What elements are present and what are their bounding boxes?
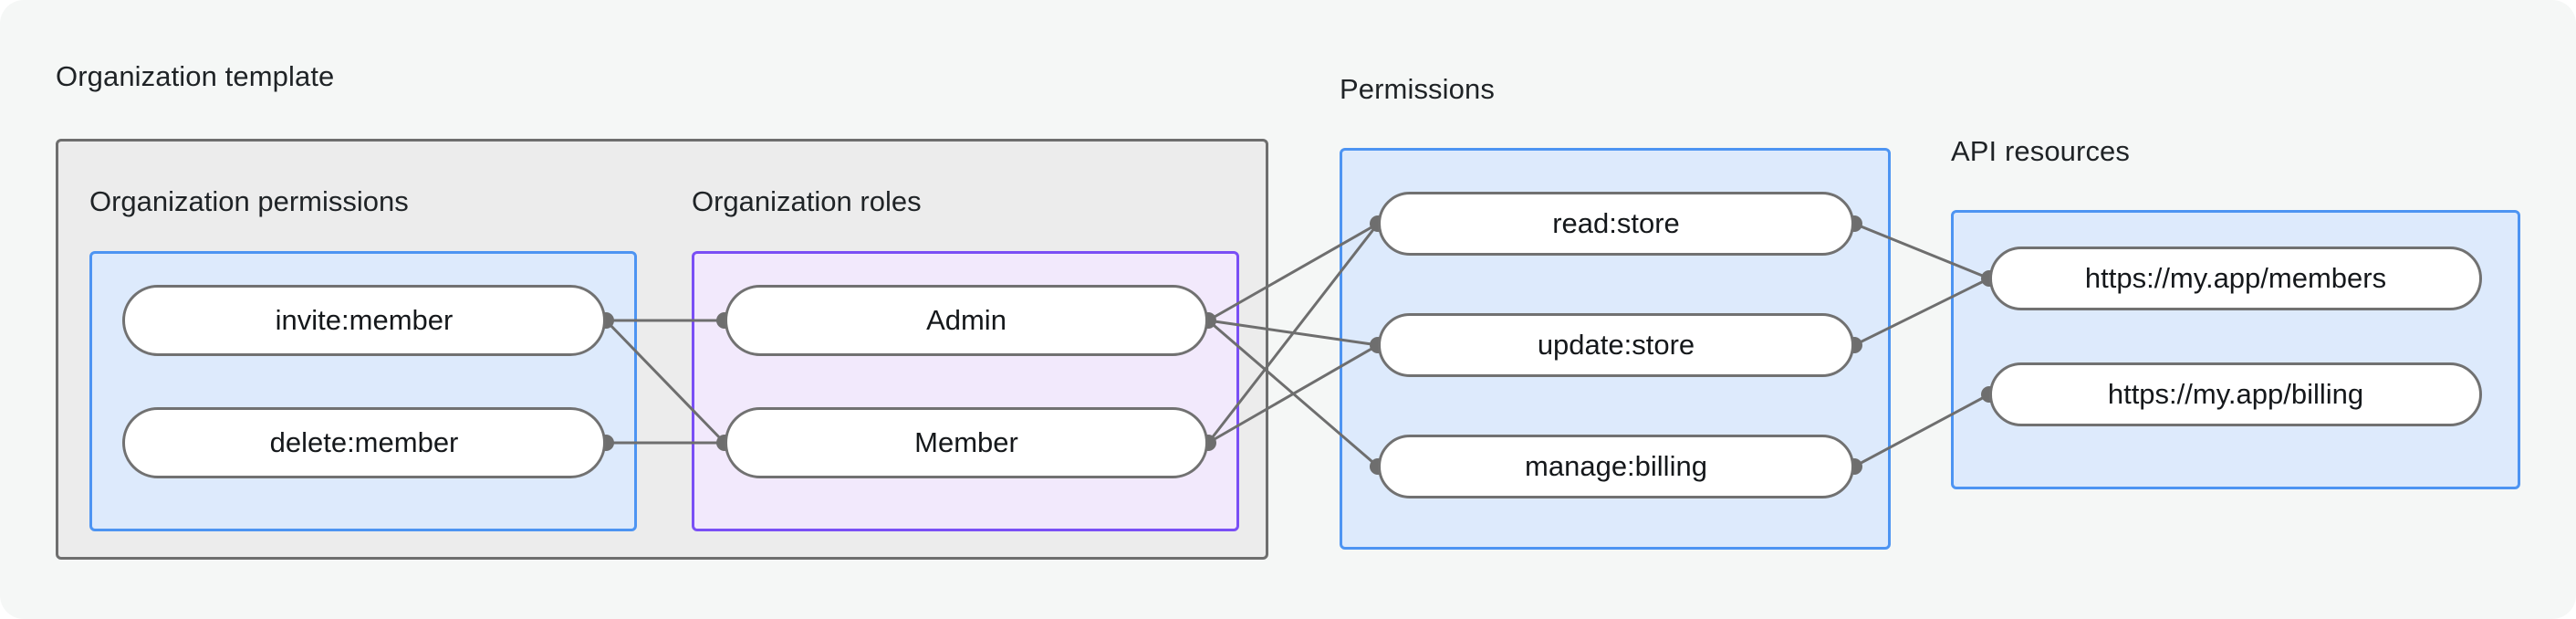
- node-label: manage:billing: [1525, 450, 1707, 482]
- node-read-store[interactable]: read:store: [1378, 192, 1854, 256]
- organization-roles-title: Organization roles: [692, 185, 922, 217]
- api-resources-title: API resources: [1951, 135, 2130, 167]
- node-label: Admin: [926, 304, 1006, 336]
- node-label: invite:member: [275, 304, 454, 336]
- node-label: Member: [914, 426, 1018, 458]
- node-label: read:store: [1552, 207, 1680, 239]
- node-delete-member[interactable]: delete:member: [122, 407, 606, 478]
- permissions-title: Permissions: [1340, 73, 1495, 105]
- node-member[interactable]: Member: [725, 407, 1208, 478]
- node-update-store[interactable]: update:store: [1378, 313, 1854, 377]
- node-label: delete:member: [269, 426, 459, 458]
- node-label: update:store: [1537, 329, 1695, 361]
- node-members-url[interactable]: https://my.app/members: [1989, 247, 2482, 310]
- node-billing-url[interactable]: https://my.app/billing: [1989, 362, 2482, 426]
- organization-template-title: Organization template: [56, 60, 335, 92]
- node-label: https://my.app/billing: [2107, 378, 2364, 410]
- node-label: https://my.app/members: [2084, 262, 2387, 294]
- organization-permissions-title: Organization permissions: [89, 185, 409, 217]
- node-invite-member[interactable]: invite:member: [122, 285, 606, 356]
- node-admin[interactable]: Admin: [725, 285, 1208, 356]
- node-manage-billing[interactable]: manage:billing: [1378, 435, 1854, 498]
